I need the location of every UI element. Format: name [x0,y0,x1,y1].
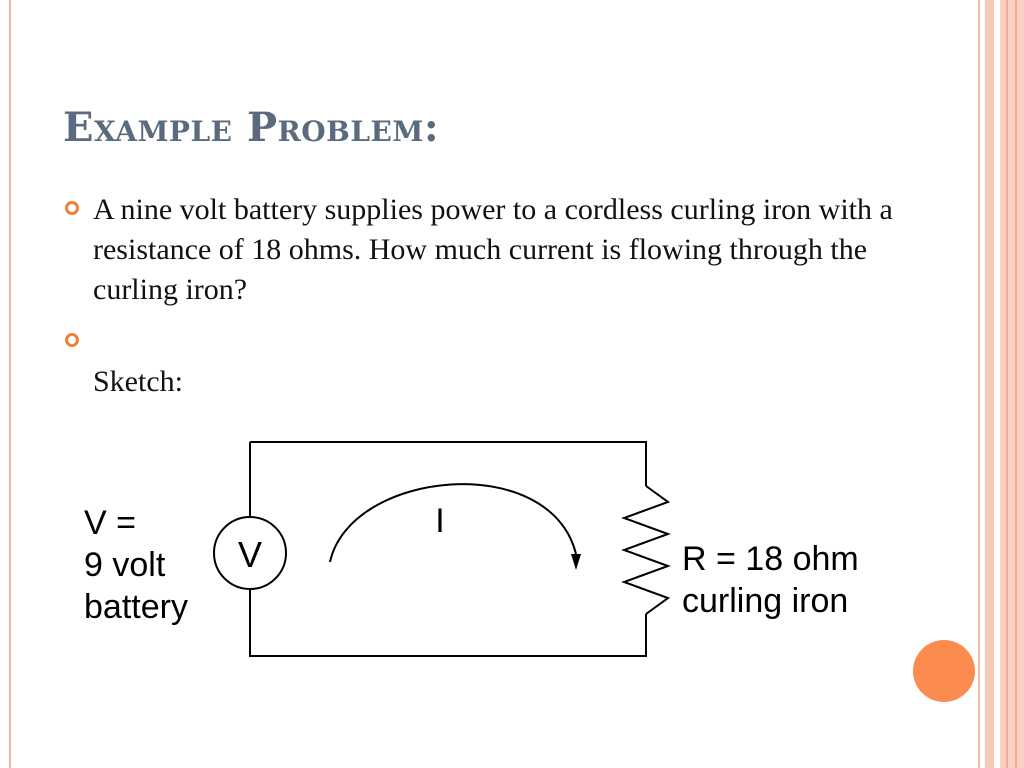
slide-title: Example Problem: [63,104,440,151]
bullet-text: Sketch: [93,365,183,398]
current-arrow-arc [329,483,577,563]
bullet-circle-icon [65,333,79,347]
battery-label-line: battery [84,588,188,626]
circuit-diagram: V I V = 9 volt battery R = 18 ohm curlin… [84,441,859,657]
bullet-item: Sketch: [62,330,922,402]
bullet-text: A nine volt battery supplies power to a … [93,193,893,306]
bullet-circle-icon [65,201,79,215]
bullet-list: A nine volt battery supplies power to a … [62,190,922,402]
current-arrow-head-icon [571,554,581,570]
right-border-line [1006,0,1008,768]
voltage-source-symbol: V [238,534,262,575]
battery-label-line: V = [84,504,136,542]
resistor-icon [621,485,671,615]
left-border-line [9,0,11,768]
right-border-line [978,0,980,768]
current-label: I [435,502,444,540]
voltage-source-icon [213,516,287,590]
resistor-label-line: R = 18 ohm [682,540,859,578]
right-border-line [1015,0,1017,768]
decorative-dot-icon [913,640,975,702]
bullet-item: A nine volt battery supplies power to a … [62,190,922,310]
resistor-label-line: curling iron [682,582,848,620]
battery-label-line: 9 volt [84,546,166,584]
circuit-wire [249,441,647,657]
right-border-line [985,0,994,768]
right-border-line [1000,0,1024,768]
